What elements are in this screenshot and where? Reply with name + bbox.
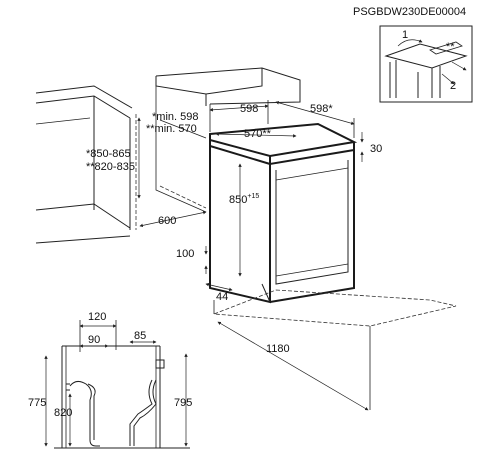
label-height-value: 850 xyxy=(229,194,247,206)
label-dim-85: 85 xyxy=(134,330,146,342)
label-door-open: 1180 xyxy=(266,343,290,355)
label-niche-min-b: **min. 570 xyxy=(146,123,197,135)
label-dim-775: 775 xyxy=(28,397,46,409)
side-view: 120 90 85 775 820 795 xyxy=(28,311,192,449)
label-width: 598 xyxy=(240,103,258,115)
dishwasher-top xyxy=(209,122,358,158)
label-niche-height-a: *850-865 xyxy=(86,148,131,160)
main-dimensions: *850-865 **820-835 *min. 598 **min. 570 … xyxy=(86,100,382,355)
label-plinth-depth: 44 xyxy=(216,291,228,303)
product-code: PSGBDW230DE00004 xyxy=(353,6,466,18)
inset-note: ** xyxy=(446,41,455,53)
kitchen-cabinets xyxy=(35,67,301,244)
dishwasher-body xyxy=(209,146,271,304)
label-width-top: 598* xyxy=(310,103,333,115)
inset-panel: 1 2 ** xyxy=(379,25,473,103)
label-niche-height-b: **820-835 xyxy=(86,161,135,173)
inset-arrow-2 xyxy=(441,73,455,85)
label-plinth: 100 xyxy=(176,248,194,260)
label-dim-795: 795 xyxy=(174,397,192,409)
side-drain-hose xyxy=(69,380,100,447)
label-height-main: 850+15 xyxy=(229,193,259,206)
label-top-height: 30 xyxy=(370,143,382,155)
inset-worktop xyxy=(384,43,468,69)
label-width-panel: 570** xyxy=(244,128,272,140)
label-dim-120: 120 xyxy=(88,311,106,323)
door-open-footprint xyxy=(213,289,457,411)
label-niche-min-a: *min. 598 xyxy=(152,111,198,123)
dishwasher xyxy=(209,122,358,304)
label-niche-depth: 600 xyxy=(158,215,176,227)
label-height-tolerance: +15 xyxy=(247,193,259,200)
inset-arrow-1 xyxy=(397,39,423,47)
label-dim-90: 90 xyxy=(88,334,100,346)
inset-step-2: 2 xyxy=(450,80,456,92)
inset-step-1: 1 xyxy=(402,29,408,41)
label-dim-820: 820 xyxy=(54,407,72,419)
side-inlet-hose xyxy=(133,379,157,446)
